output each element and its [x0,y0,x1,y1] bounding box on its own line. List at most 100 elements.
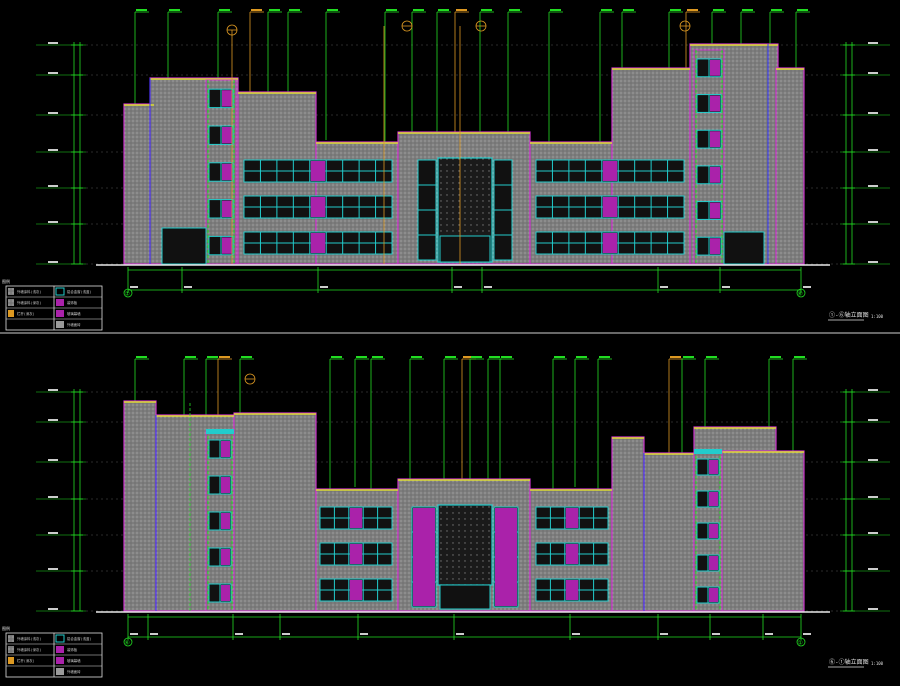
decor-panel [709,556,718,570]
decor-panel [221,477,230,493]
legend-label: 铝合金窗(浅蓝) [67,289,91,294]
level-mark-left [48,221,58,223]
annotation-text-stub [501,356,512,358]
dimension-text-stub [803,286,811,288]
annotation-text-stub [372,356,383,358]
dimension-text-stub [712,633,720,635]
level-mark-left [48,568,58,570]
annotation-text-stub [356,356,367,358]
sheet-scale-text: 1:100 [871,314,884,319]
legend-swatch [55,287,65,296]
dimension-text-stub [320,286,328,288]
annotation-text-stub [706,356,717,358]
level-mark-right [868,261,878,263]
dimension-text-stub [456,633,464,635]
stair-cap [694,449,722,454]
decor-panel [710,59,720,76]
legend-header: 图例 [2,625,10,631]
annotation-text-stub [413,9,424,11]
stair-cap [206,429,234,434]
decor-panel [710,238,720,255]
legend-swatch [8,635,14,642]
legend-swatch [56,646,64,653]
sheet-title-text: ①-⑥轴立面图 [829,311,869,319]
annotation-text-stub [386,9,397,11]
axis-bubble-start-2: ⑥ [123,637,133,647]
building-mass [643,452,695,612]
decor-panel [602,233,618,253]
annotation-text-stub [554,356,565,358]
decor-panel [349,544,363,564]
annotation-text-stub [489,356,500,358]
annotation-text-stub [713,9,724,11]
level-mark-left [48,532,58,534]
axis-bubble-end-2: ① [796,637,806,647]
decor-panel [413,508,435,606]
annotation-text-stub [331,356,342,358]
annotation-text-stub [136,9,147,11]
annotation-text-stub [683,356,694,358]
level-mark-right [868,112,878,114]
legend-swatch [56,321,64,328]
level-mark-left [48,459,58,461]
annotation-text-stub [269,9,280,11]
annotation-text-stub [251,9,262,11]
decor-panel [602,197,618,217]
legend-swatch [56,657,64,664]
dimension-text-stub [235,633,243,635]
axis-bubble-start-1: ① [123,288,133,298]
decor-panel [310,161,326,181]
side-entrance [723,231,765,265]
annotation-text-stub [327,9,338,11]
dimension-text-stub [454,286,462,288]
building-mass [775,67,805,265]
dimension-text-stub [130,286,138,288]
annotation-text-stub [576,356,587,358]
annotation-text-stub [136,356,147,358]
elevation-sheet-1[interactable] [36,9,890,293]
dimension-text-stub [150,633,158,635]
annotation-text-stub [456,9,467,11]
level-mark-left [48,261,58,263]
building-mass [233,412,317,612]
legend-label: 外墙涂料(浅灰) [17,289,41,294]
legend-label: 玻璃幕墙 [67,658,81,663]
annotation-text-stub [169,9,180,11]
annotation-text-stub [742,9,753,11]
legend-label: 外墙涂料(深灰) [17,647,41,652]
legend-table-2: 图例外墙涂料(浅灰)铝合金窗(浅蓝)外墙涂料(深灰)装饰板栏杆(深灰)玻璃幕墙外… [2,625,103,678]
annotation-text-stub [471,356,482,358]
dimension-text-stub [660,286,668,288]
level-mark-left [48,419,58,421]
decor-panel [221,549,230,565]
dimension-text-stub [184,286,192,288]
sheet-title-1: ①-⑥轴立面图 1:100 [828,311,884,321]
level-mark-left [48,42,58,44]
legend-label: 外墙涂料(浅灰) [17,636,41,641]
annotation-text-stub [601,9,612,11]
building-mass [123,400,157,612]
legend-swatch [8,288,14,295]
decor-panel [310,233,326,253]
legend-label: 玻璃幕墙 [67,311,81,316]
sheet-title-text: ⑥-①轴立面图 [829,658,869,666]
level-mark-right [868,532,878,534]
legend-swatch [55,634,65,643]
elevation-sheet-2[interactable] [36,356,890,640]
annotation-text-stub [207,356,218,358]
legend-swatch [8,299,14,306]
legend-label: 栏杆(深灰) [17,658,35,663]
decor-panel [709,524,718,538]
legend-label: 外墙面砖 [67,669,81,674]
annotation-text-stub [670,9,681,11]
legend-swatch [56,668,64,675]
building-mass [123,103,155,265]
legend-label: 栏杆(深灰) [17,311,35,316]
sheet-title-2: ⑥-①轴立面图 1:100 [828,658,884,668]
dimension-text-stub [360,633,368,635]
svg-text:①: ① [798,640,803,647]
decor-panel [710,131,720,148]
svg-text:⑥: ⑥ [798,291,803,298]
